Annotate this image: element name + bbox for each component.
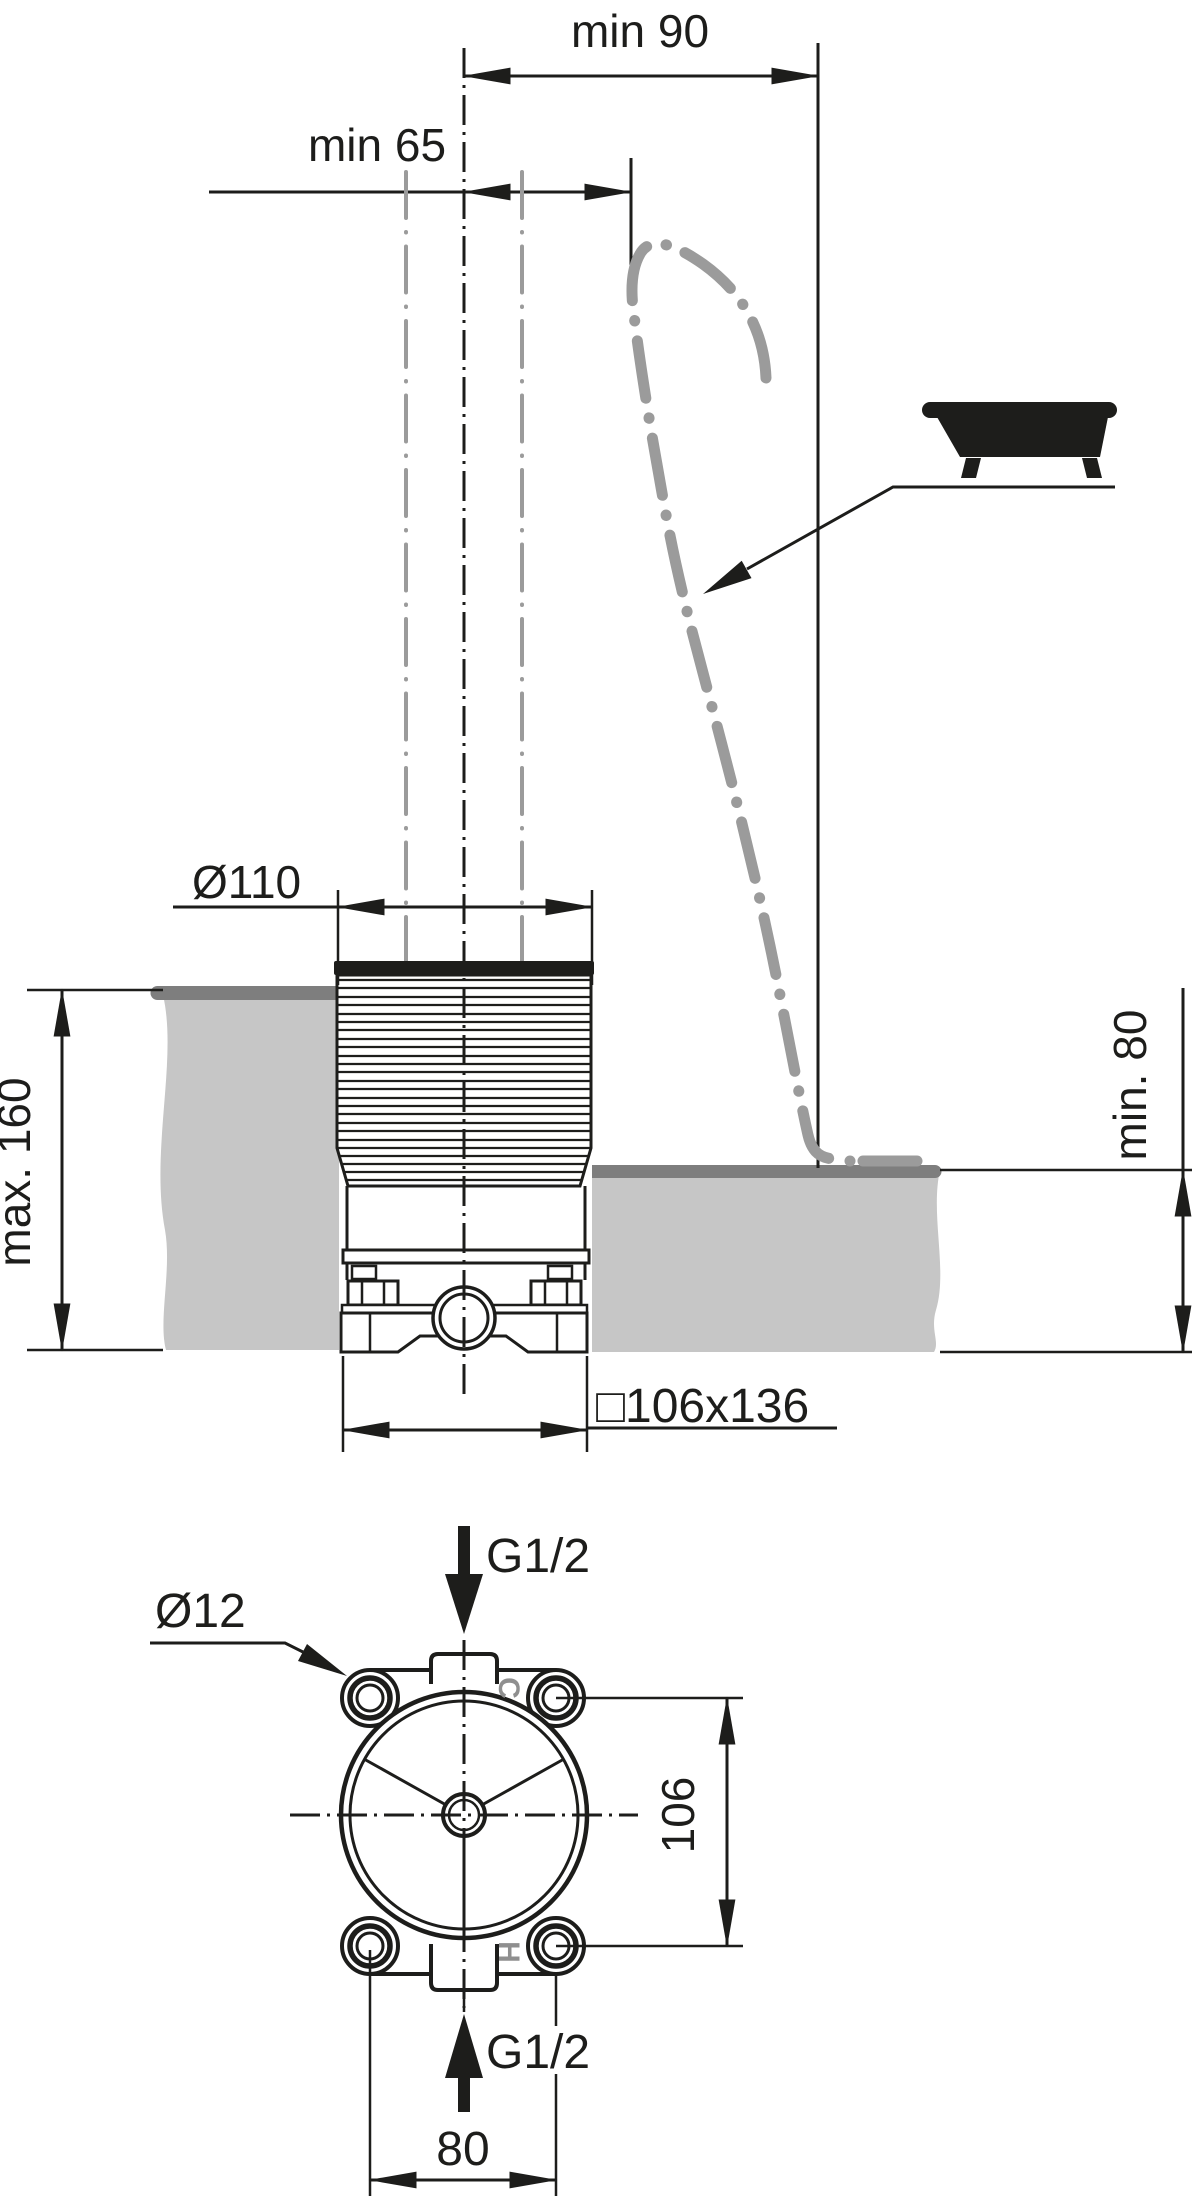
rough-in-body-plan-view: C H [290,1640,638,2008]
connection-g12-top: G1/2 [445,1526,590,1634]
dimension-min-65: min 65 [209,119,633,201]
left-deck-section [150,986,339,1350]
bathtub-leader-arrowhead [703,560,752,594]
dimension-max-160: max. 160 [0,988,163,1352]
dimension-min-80: min. 80 [940,988,1192,1354]
dimension-footprint-label: □106x136 [596,1380,809,1433]
dimension-footprint-106x136: □106x136 [341,1356,837,1452]
flow-arrow-up [445,2014,483,2078]
dimension-min-90-label: min 90 [571,5,709,57]
right-fixing-nut [529,1279,583,1307]
dimension-min-90: min 90 [462,5,820,85]
dimension-min-80-label: min. 80 [1104,1010,1156,1161]
hot-port-marking: H [492,1941,525,1963]
connection-g12-top-label: G1/2 [486,1530,590,1583]
body-neck [345,1186,587,1250]
cold-port-marking: C [492,1677,525,1699]
dimension-80-label: 80 [436,2123,489,2176]
dimension-80: 80 [368,1950,558,2196]
connection-g12-bottom: G1/2 [445,1992,598,2112]
diameter-12-arrowhead [298,1644,347,1676]
dimension-106: 106 [556,1696,743,1948]
dimension-106-label: 106 [652,1777,704,1854]
right-deck-section [592,1165,942,1352]
dimension-min-65-label: min 65 [308,119,446,171]
flow-arrow-down [445,1574,483,1634]
bathtub-leader [703,485,1115,594]
body-flange [341,1248,591,1265]
phantom-spout-curve [626,238,840,1165]
dimension-diameter-12: Ø12 [150,1585,347,1676]
left-deck-surface-edge [150,986,339,1000]
dimension-diameter-12-label: Ø12 [155,1585,246,1638]
left-clip [350,1264,378,1281]
reference-lines [629,43,820,1168]
left-fixing-nut [346,1279,400,1307]
dimension-max-160-label: max. 160 [0,1077,40,1266]
right-clip [546,1264,574,1281]
connection-g12-bottom-label: G1/2 [486,2026,590,2079]
dimension-diameter-label: Ø110 [192,856,301,908]
phantom-spout-outline [404,170,923,1167]
right-deck-surface-edge [592,1165,942,1178]
bathtub-icon [922,402,1117,478]
